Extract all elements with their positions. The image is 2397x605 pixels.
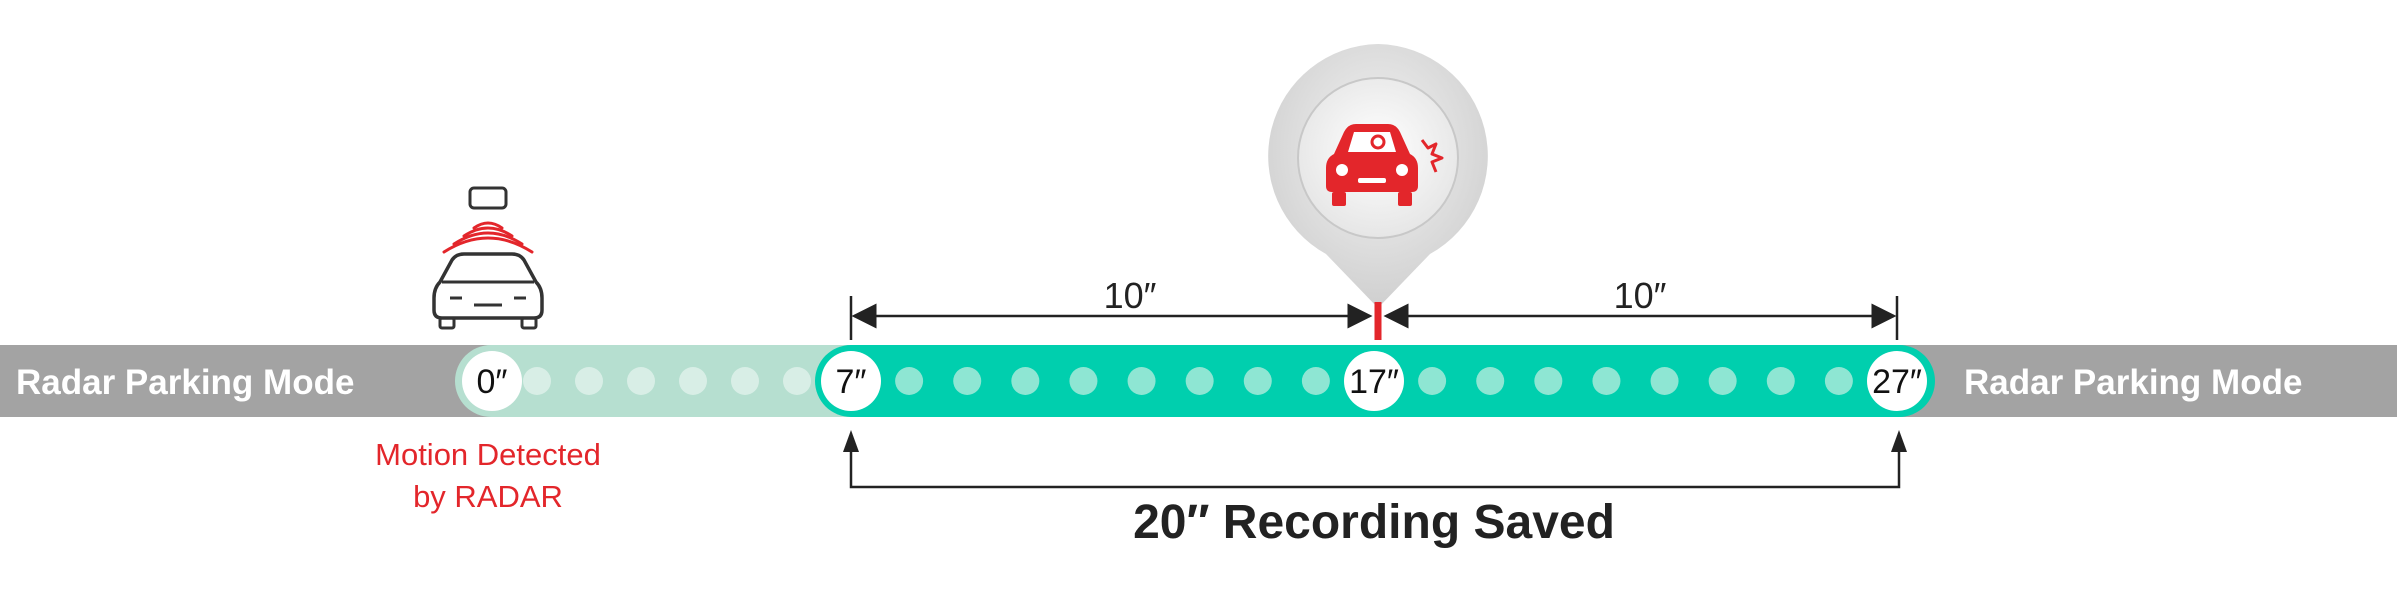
mode-label-left: Radar Parking Mode <box>16 363 354 402</box>
recording-dot <box>1534 367 1563 395</box>
pre-buffer-dot <box>783 367 811 395</box>
recording-dot <box>1127 367 1156 395</box>
bracket-arrow-right <box>1891 430 1907 452</box>
bracket-arrow-left <box>843 430 859 452</box>
time-marker-circle <box>462 351 522 411</box>
pre-buffer-dot <box>523 367 551 395</box>
recording-dot <box>1824 367 1853 395</box>
pre-buffer-dot <box>575 367 603 395</box>
recording-bracket <box>849 438 1901 489</box>
time-marker-label: 0″ <box>477 363 508 401</box>
span-after-label: 10″ <box>1614 275 1667 316</box>
recording-dot <box>895 367 924 395</box>
recording-dot <box>1418 367 1447 395</box>
recording-dot <box>1708 367 1737 395</box>
recording-dot <box>1185 367 1214 395</box>
timeline-markers: 0″ 7″ 17″ 27″ <box>462 351 1927 411</box>
time-marker-circle <box>1344 351 1404 411</box>
motion-label-line2: by RADAR <box>413 479 563 514</box>
recording-dot <box>1476 367 1505 395</box>
time-marker-label: 27″ <box>1872 363 1922 401</box>
recording-dot <box>1069 367 1098 395</box>
timeline-dots <box>523 367 1853 395</box>
impact-pin <box>1268 44 1488 308</box>
span-before-label: 10″ <box>1104 275 1157 316</box>
car-with-radar-icon <box>432 186 544 330</box>
recording-dot <box>1243 367 1272 395</box>
time-marker-label: 7″ <box>836 363 867 401</box>
recording-dot <box>1650 367 1679 395</box>
pre-buffer-dot <box>731 367 759 395</box>
recording-dot <box>1011 367 1040 395</box>
time-marker-label: 17″ <box>1349 363 1399 401</box>
time-marker-circle <box>821 351 881 411</box>
recording-dot <box>1766 367 1795 395</box>
pre-buffer-dot <box>679 367 707 395</box>
recording-saved-label: 20″ Recording Saved <box>1133 496 1615 549</box>
recording-dot <box>953 367 982 395</box>
recording-dot <box>1301 367 1330 395</box>
motion-label-line1: Motion Detected <box>375 437 601 472</box>
car-impact-icon <box>1326 124 1444 206</box>
time-marker-circle <box>1867 351 1927 411</box>
recording-dot <box>1592 367 1621 395</box>
pre-buffer-segment <box>455 345 885 417</box>
pre-buffer-dot <box>627 367 655 395</box>
mode-label-right: Radar Parking Mode <box>1964 363 2302 402</box>
